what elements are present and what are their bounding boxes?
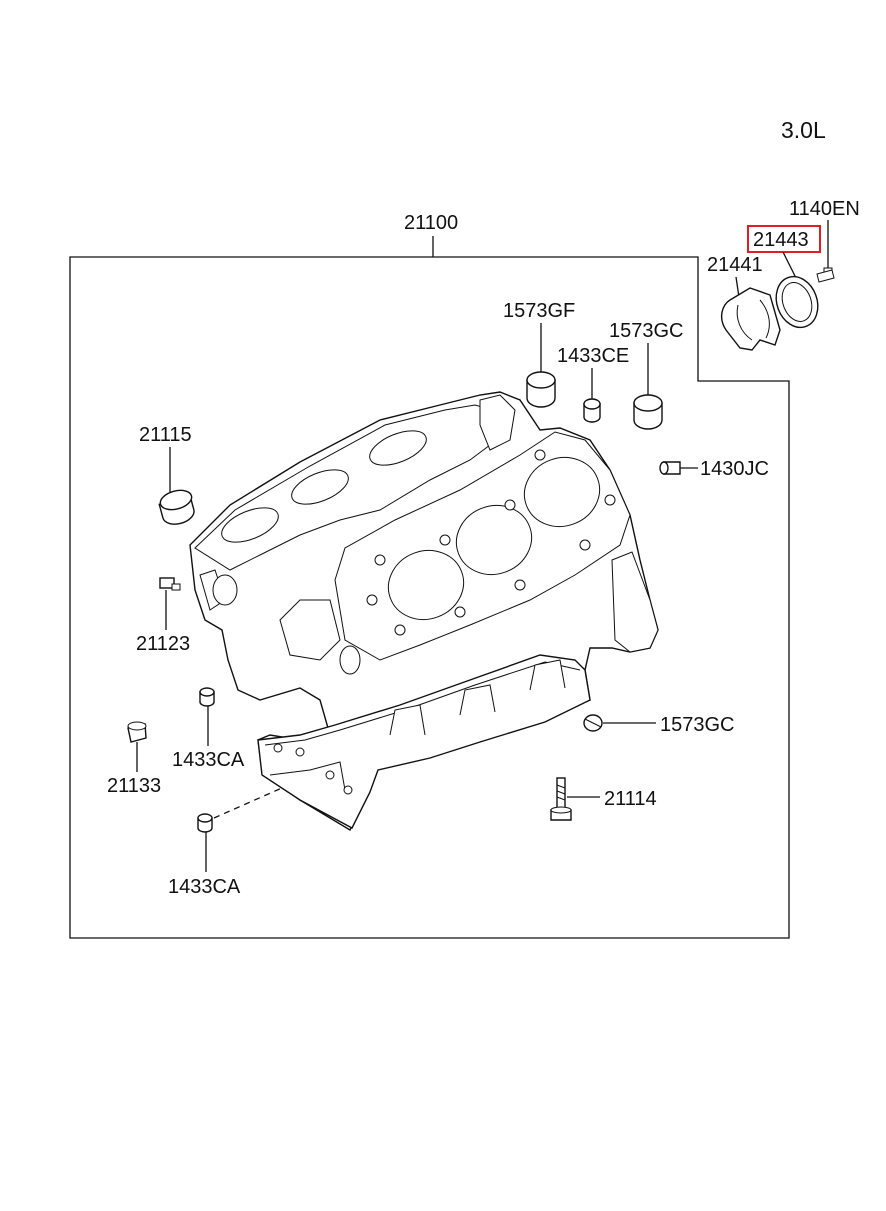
- callout-1430JC[interactable]: 1430JC: [700, 458, 769, 480]
- callout-1433CE[interactable]: 1433CE: [557, 345, 629, 367]
- bolt-21123: [159, 577, 181, 591]
- seal-retainer-21441: [720, 287, 781, 351]
- callout-21123[interactable]: 21123: [136, 633, 190, 655]
- callout-21115[interactable]: 21115: [139, 424, 192, 446]
- oil-seal-21443: [775, 275, 819, 329]
- callout-1573GC-top[interactable]: 1573GC: [609, 320, 684, 342]
- plug-1573GC-top: [633, 394, 663, 430]
- bolt-1140EN: [816, 267, 835, 283]
- head-bolt-holes: [366, 449, 616, 636]
- engine-size-label: 3.0L: [781, 117, 826, 143]
- callout-21441[interactable]: 21441: [707, 254, 763, 276]
- plug-1573GF: [526, 371, 556, 408]
- callout-21100[interactable]: 21100: [404, 212, 458, 234]
- cylinder-block-21100: [189, 391, 659, 831]
- callout-21443[interactable]: 21443: [753, 229, 809, 251]
- callout-1573GC-bottom[interactable]: 1573GC: [660, 714, 735, 736]
- pin-1433CA-mid: [199, 687, 215, 707]
- bolt-21114: [550, 777, 572, 821]
- plug-21115: [158, 489, 195, 525]
- callout-1433CA-bottom[interactable]: 1433CA: [168, 876, 241, 898]
- callout-1140EN[interactable]: 1140EN: [789, 198, 860, 220]
- plug-1573GC-bottom: [583, 714, 603, 732]
- plug-21133: [127, 721, 147, 743]
- callout-1573GF[interactable]: 1573GF: [503, 300, 575, 322]
- callout-21114[interactable]: 21114: [604, 788, 657, 810]
- highlight-box-21443: [747, 225, 821, 253]
- pin-1433CE: [583, 398, 601, 423]
- assembly-boundary: [69, 256, 790, 939]
- leader-21443: [782, 251, 798, 281]
- callout-1433CA-mid[interactable]: 1433CA: [172, 749, 245, 771]
- pin-1433CA-bottom: [197, 813, 213, 833]
- callout-21133[interactable]: 21133: [107, 775, 161, 797]
- pin-1430JC: [659, 461, 681, 475]
